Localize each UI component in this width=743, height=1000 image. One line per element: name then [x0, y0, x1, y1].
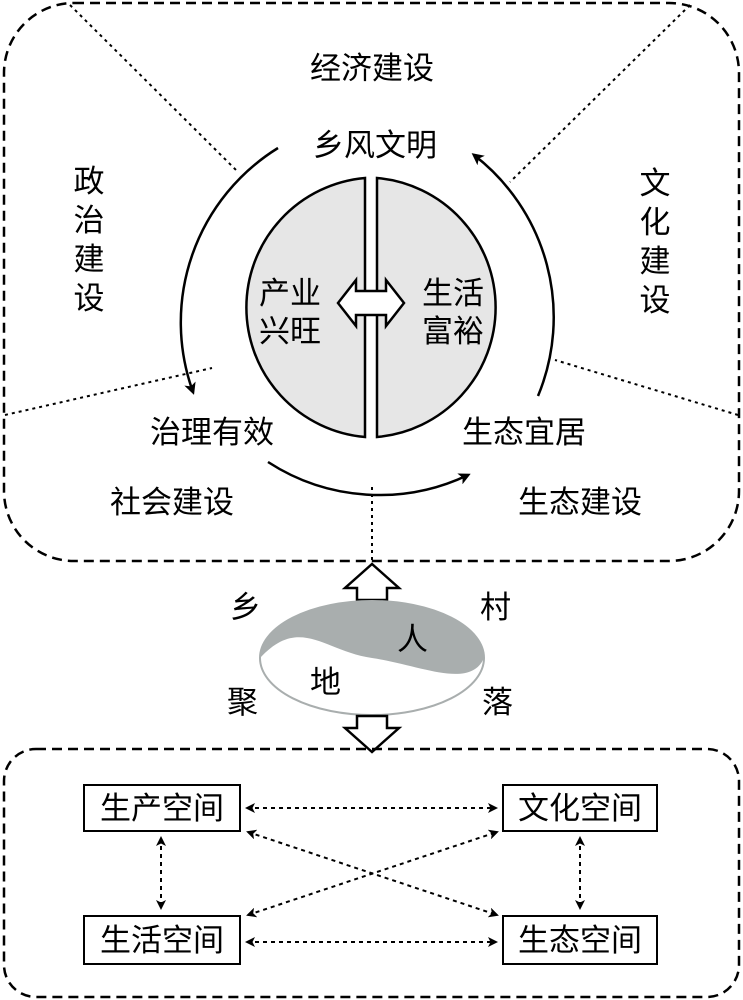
people-land-symbol [259, 600, 485, 716]
core-right-half [375, 176, 497, 439]
label-ju: 聚 [227, 685, 258, 721]
label-luo: 落 [482, 685, 513, 721]
label-industry: 产业兴旺 [259, 276, 321, 350]
label-cultural: 文化建设 [640, 166, 671, 319]
label-land: 地 [310, 665, 341, 701]
top-panel-border [2, 1, 741, 563]
bottom-panel-border [2, 747, 741, 999]
label-cultural-text: 文化建设 [640, 166, 671, 319]
label-political: 政治建设 [74, 164, 105, 317]
label-cun: 村 [480, 590, 511, 626]
sector-dividers [4, 4, 739, 565]
label-governance: 治理有效 [150, 415, 274, 451]
label-industry-text: 产业兴旺 [259, 276, 321, 350]
core-circle [245, 176, 497, 439]
label-prosperity: 生活富裕 [422, 276, 484, 350]
label-political-text: 政治建设 [74, 164, 105, 317]
label-xiang: 乡 [230, 590, 261, 626]
box-culture-label: 文化空间 [518, 791, 642, 827]
box-production-label: 生产空间 [100, 791, 224, 827]
cycle-arrows [179, 146, 555, 497]
hollow-up-arrow-icon [341, 562, 403, 602]
box-culture: 文化空间 [502, 784, 658, 832]
box-production: 生产空间 [83, 784, 241, 832]
core-left-half [245, 176, 367, 439]
hollow-down-arrow-icon [341, 714, 403, 754]
box-ecology: 生态空间 [502, 915, 658, 965]
people-region [260, 601, 484, 674]
box-ecology-label: 生态空间 [518, 923, 642, 959]
label-social: 社会建设 [110, 485, 234, 521]
label-ecological: 生态建设 [518, 485, 642, 521]
double-arrow-icon [336, 276, 406, 330]
label-livable: 生态宜居 [462, 415, 586, 451]
label-economic: 经济建设 [310, 51, 434, 87]
label-people: 人 [397, 622, 428, 658]
space-connectors [156, 803, 585, 947]
box-living-label: 生活空间 [100, 923, 224, 959]
label-civility: 乡风文明 [313, 128, 437, 164]
label-prosperity-text: 生活富裕 [422, 276, 484, 350]
box-living: 生活空间 [83, 915, 241, 965]
